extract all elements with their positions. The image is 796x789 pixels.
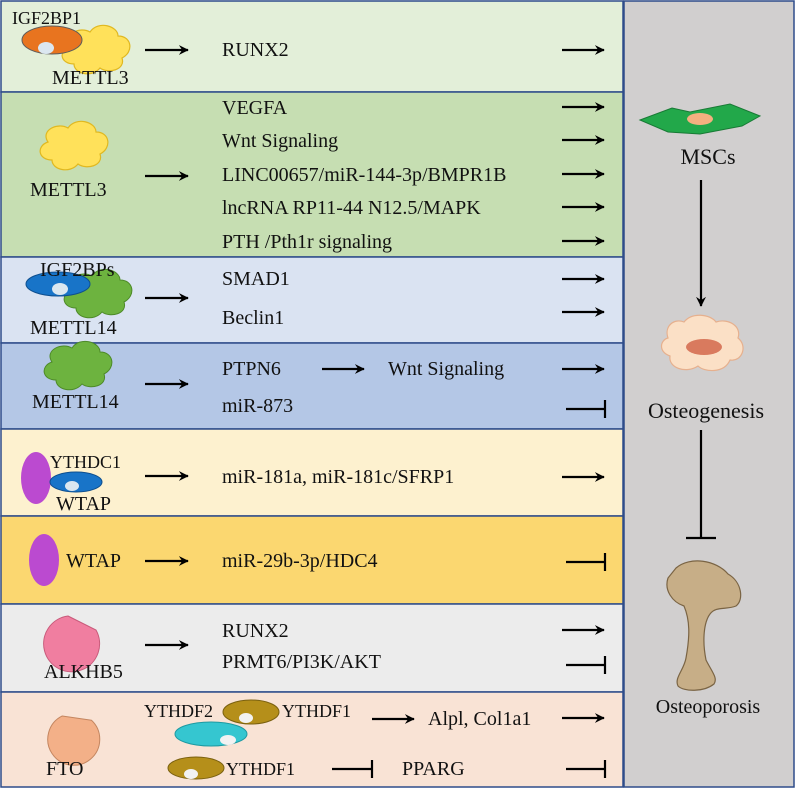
mettl3-label: METTL3 bbox=[52, 67, 129, 89]
row-2-panel bbox=[0, 91, 624, 258]
igf2bps-label: IGF2BPs bbox=[40, 259, 115, 281]
r5-target-mir181: miR-181a, miR-181c/SFRP1 bbox=[222, 466, 454, 488]
row-6: WTAP miR-29b-3p/HDC4 bbox=[29, 534, 607, 586]
ythdf1-lower-ellipse-icon bbox=[167, 756, 225, 780]
ythdc1-label: YTHDC1 bbox=[50, 452, 121, 472]
binding-dot-icon bbox=[220, 735, 236, 745]
r7-target-prmt6: PRMT6/PI3K/AKT bbox=[222, 651, 381, 673]
mettl14-cloud-icon bbox=[43, 340, 113, 391]
mettl3-label: METTL3 bbox=[30, 179, 107, 201]
outcome-panel bbox=[623, 0, 795, 788]
msc-nucleus-icon bbox=[687, 113, 713, 125]
r3-target-beclin1: Beclin1 bbox=[222, 307, 284, 329]
r4-target-mir873: miR-873 bbox=[222, 395, 293, 417]
row-3: IGF2BPs METTL14 SMAD1 Beclin1 bbox=[25, 259, 605, 339]
binding-dot-icon bbox=[52, 283, 68, 295]
r2-target-linc00657: LINC00657/miR-144-3p/BMPR1B bbox=[222, 164, 506, 186]
r4-target-wnt: Wnt Signaling bbox=[388, 358, 504, 380]
ythdf2-ellipse-icon bbox=[174, 721, 248, 747]
row-7: ALKHB5 RUNX2 PRMT6/PI3K/AKT bbox=[43, 615, 607, 683]
ythdf1-lower-label: YTHDF1 bbox=[226, 759, 295, 779]
femur-bone-icon bbox=[666, 560, 742, 691]
alkhb5-pacman-icon bbox=[43, 615, 101, 673]
r2-target-lncrna: lncRNA RP11-44 N12.5/MAPK bbox=[222, 197, 481, 219]
mettl14-label: METTL14 bbox=[30, 317, 117, 339]
alkhb5-label: ALKHB5 bbox=[44, 661, 123, 683]
mettl3-cloud-icon bbox=[39, 120, 109, 171]
ythdf2-label: YTHDF2 bbox=[144, 701, 213, 721]
r8-target-pparg: PPARG bbox=[402, 758, 465, 780]
row-2: METTL3 VEGFA Wnt Signaling LINC00657/miR… bbox=[30, 97, 605, 253]
row-8: FTO YTHDF2 YTHDF1 YTHDF1 Alpl, Col1a1 PP… bbox=[46, 699, 607, 780]
outcome-flow: MSCs Osteogenesis Osteoporosis bbox=[638, 103, 764, 718]
igf2bp1-label: IGF2BP1 bbox=[12, 8, 81, 28]
binding-dot-icon bbox=[65, 481, 79, 491]
r2-target-wnt: Wnt Signaling bbox=[222, 130, 338, 152]
ythdf1-label: YTHDF1 bbox=[282, 701, 351, 721]
row-5-panel bbox=[0, 428, 624, 517]
wtap-label: WTAP bbox=[66, 550, 121, 572]
r1-target-runx2: RUNX2 bbox=[222, 39, 289, 61]
osteoporosis-label: Osteoporosis bbox=[656, 696, 761, 718]
r2-target-pth: PTH /Pth1r signaling bbox=[222, 231, 392, 253]
r2-target-vegfa: VEGFA bbox=[222, 97, 288, 119]
ythdf1-ellipse-icon bbox=[222, 699, 280, 725]
igf2bp1-ellipse-icon bbox=[21, 25, 83, 55]
row-6-panel bbox=[0, 515, 624, 605]
mettl14-label: METTL14 bbox=[32, 391, 119, 413]
binding-dot-icon bbox=[184, 769, 198, 779]
r8-target-alpl: Alpl, Col1a1 bbox=[428, 708, 531, 730]
row-1: IGF2BP1 METTL3 RUNX2 bbox=[12, 8, 605, 89]
row-8-panel bbox=[0, 691, 624, 788]
wtap-ellipse-icon bbox=[21, 452, 51, 504]
r6-target-mir29b: miR-29b-3p/HDC4 bbox=[222, 550, 378, 572]
binding-dot-icon bbox=[38, 42, 54, 54]
osteogenesis-label: Osteogenesis bbox=[648, 398, 764, 423]
r7-target-runx2: RUNX2 bbox=[222, 620, 289, 642]
fto-pacman-icon bbox=[47, 715, 101, 766]
fto-label: FTO bbox=[46, 758, 83, 780]
osteoblast-nucleus-icon bbox=[686, 339, 722, 355]
row-4: METTL14 PTPN6 Wnt Signaling miR-873 bbox=[32, 340, 607, 418]
mscs-label: MSCs bbox=[680, 144, 735, 169]
r3-target-smad1: SMAD1 bbox=[222, 268, 290, 290]
binding-dot-icon bbox=[239, 713, 253, 723]
row-5: YTHDC1 WTAP miR-181a, miR-181c/SFRP1 bbox=[21, 452, 605, 515]
wtap-ellipse-icon bbox=[29, 534, 59, 586]
wtap-label: WTAP bbox=[56, 493, 111, 515]
r4-target-ptpn6: PTPN6 bbox=[222, 358, 281, 380]
